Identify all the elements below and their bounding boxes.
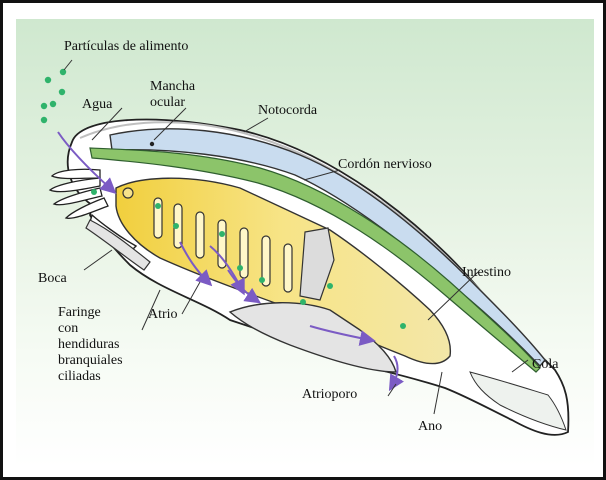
label-notocorda: Notocorda: [258, 103, 318, 118]
label-boca: Boca: [38, 271, 68, 286]
label-cola: Cola: [532, 357, 559, 372]
label-faringe-2: con: [58, 321, 78, 336]
food-particles: [40, 68, 406, 329]
label-faringe-3: hendiduras: [58, 337, 119, 352]
pharynx-wall: [299, 227, 335, 301]
oral-cirri: [48, 168, 109, 219]
label-mancha-1: Mancha: [150, 79, 196, 94]
label-faringe-5: ciliadas: [58, 369, 101, 384]
label-particulas: Partículas de alimento: [64, 39, 188, 54]
label-faringe-1: Faringe: [58, 305, 101, 320]
label-atrioporo: Atrioporo: [302, 387, 357, 402]
label-atrio: Atrio: [148, 307, 178, 322]
nerve-cord: [89, 147, 541, 373]
label-agua: Agua: [82, 97, 113, 112]
eye-spot: [149, 141, 155, 147]
label-ano: Ano: [418, 419, 442, 434]
mouth-opening: [122, 187, 134, 199]
water-flow-arrows: [57, 131, 405, 392]
atrium-wall: [228, 302, 397, 373]
label-cordon: Cordón nervioso: [338, 157, 432, 172]
tail-fin: [469, 371, 567, 431]
label-faringe-4: branquiales: [58, 353, 123, 368]
leader-lines: [63, 59, 529, 415]
label-mancha-2: ocular: [150, 95, 185, 110]
label-intestino: Intestino: [462, 265, 511, 280]
notochord: [109, 128, 546, 368]
pharynx-shield: [85, 219, 151, 271]
